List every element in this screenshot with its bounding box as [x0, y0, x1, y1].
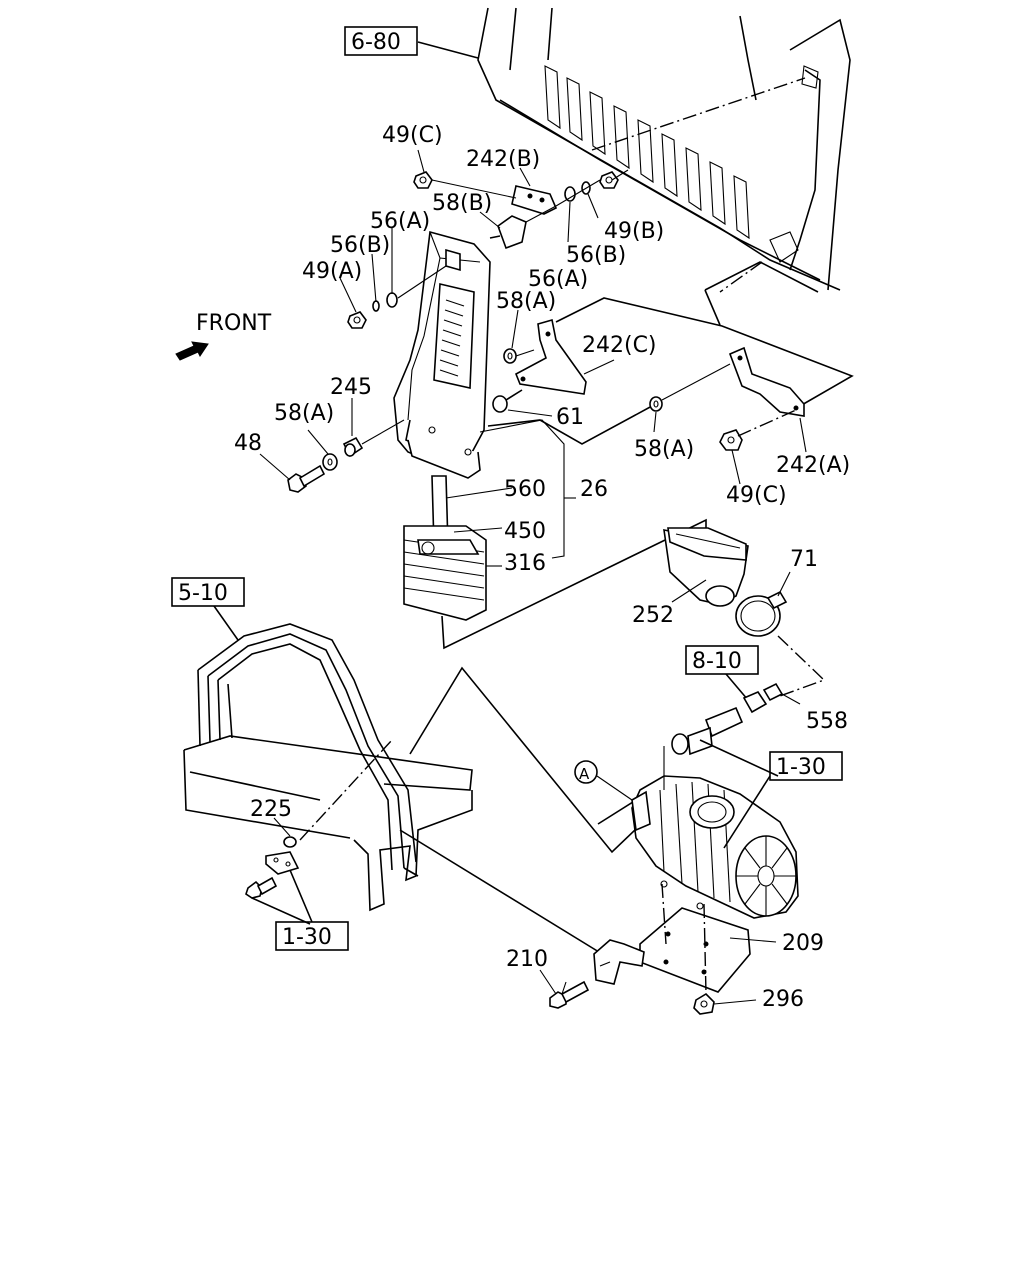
label-242c: 242(C) [582, 333, 657, 358]
label-49c-top: 49(C) [382, 123, 443, 148]
ref-box-1-30-b: 1-30 [275, 921, 349, 951]
label-56a-right: 56(A) [528, 267, 588, 292]
front-label: FRONT [196, 311, 272, 336]
cab-back-panel [477, 7, 851, 291]
label-49a: 49(A) [302, 259, 362, 284]
label-58a-upper: 58(A) [496, 289, 556, 314]
mount-58b [489, 215, 527, 250]
air-cleaner-assembly [631, 682, 801, 919]
nut-296 [693, 992, 715, 1015]
label-61: 61 [556, 405, 584, 430]
clamp-71 [735, 590, 788, 637]
label-210: 210 [506, 947, 548, 972]
label-558: 558 [806, 709, 848, 734]
ref-1-30-b-label: 1-30 [282, 925, 332, 950]
label-242b: 242(B) [466, 147, 540, 172]
ref-box-1-30-a: 1-30 [769, 751, 843, 781]
air-cleaner-end-cap [735, 835, 797, 917]
label-252: 252 [632, 603, 674, 628]
ref-8-10-label: 8-10 [692, 649, 742, 674]
label-209: 209 [782, 931, 824, 956]
ref-5-10-label: 5-10 [178, 581, 228, 606]
label-316: 316 [504, 551, 546, 576]
nut-58a-upper [503, 348, 517, 364]
ref-box-6-80: 6-80 [344, 26, 418, 56]
label-560: 560 [504, 477, 546, 502]
frame-guard [183, 623, 473, 912]
bolt-61 [492, 389, 523, 413]
ref-6-80-label: 6-80 [351, 30, 401, 55]
ref-1-30-a-label: 1-30 [776, 755, 826, 780]
label-56b-left: 56(B) [330, 233, 390, 258]
detail-marker-a-label: A [579, 765, 590, 783]
bolt-210 [549, 980, 590, 1009]
detail-marker-a: A [574, 760, 598, 784]
hose-316 [403, 525, 487, 621]
label-71: 71 [790, 547, 818, 572]
air-duct-26 [393, 230, 491, 479]
intake-duct-252 [663, 527, 749, 607]
label-48: 48 [234, 431, 262, 456]
label-49b: 49(B) [604, 219, 664, 244]
panel-ribs [544, 65, 750, 240]
label-26: 26 [580, 477, 608, 502]
nut-58a-left [322, 453, 338, 471]
bracket-242a [728, 346, 805, 417]
label-56a-left: 56(A) [370, 209, 430, 234]
callout-labels: 49(C) 242(B) 58(B) 56(A) 56(B) 49(A) 49(… [234, 123, 850, 1012]
bracket-210 [593, 939, 645, 985]
label-58a-mid: 58(A) [634, 437, 694, 462]
bolt-48 [287, 464, 326, 493]
label-49c-right: 49(C) [726, 483, 787, 508]
front-arrow-icon [175, 341, 209, 361]
collar-245 [342, 436, 364, 458]
o-ring-225 [283, 836, 297, 848]
washer-56b-left [372, 300, 380, 312]
bracket-242c [514, 318, 587, 395]
label-56b-right: 56(B) [566, 243, 626, 268]
label-58b: 58(B) [432, 191, 492, 216]
nut-49a [347, 311, 367, 329]
ref-box-8-10: 8-10 [685, 645, 759, 675]
clip-bracket [265, 851, 300, 875]
duct-grille [439, 299, 465, 377]
label-450: 450 [504, 519, 546, 544]
mount-plate-209 [639, 907, 751, 993]
label-58a-left: 58(A) [274, 401, 334, 426]
nut-58a-mid [649, 396, 663, 412]
bolt-clip [245, 876, 278, 899]
nut-49b [599, 171, 619, 189]
nut-49c-top [413, 171, 433, 189]
bracket-242b [511, 185, 558, 215]
washer-56a-right [564, 186, 576, 202]
label-242a: 242(A) [776, 453, 850, 478]
label-225: 225 [250, 797, 292, 822]
nut-49c-right [719, 429, 743, 451]
sensor-558 [671, 682, 784, 756]
label-245: 245 [330, 375, 372, 400]
label-296: 296 [762, 987, 804, 1012]
ref-box-5-10: 5-10 [171, 577, 245, 607]
washer-56a-left [386, 292, 398, 308]
